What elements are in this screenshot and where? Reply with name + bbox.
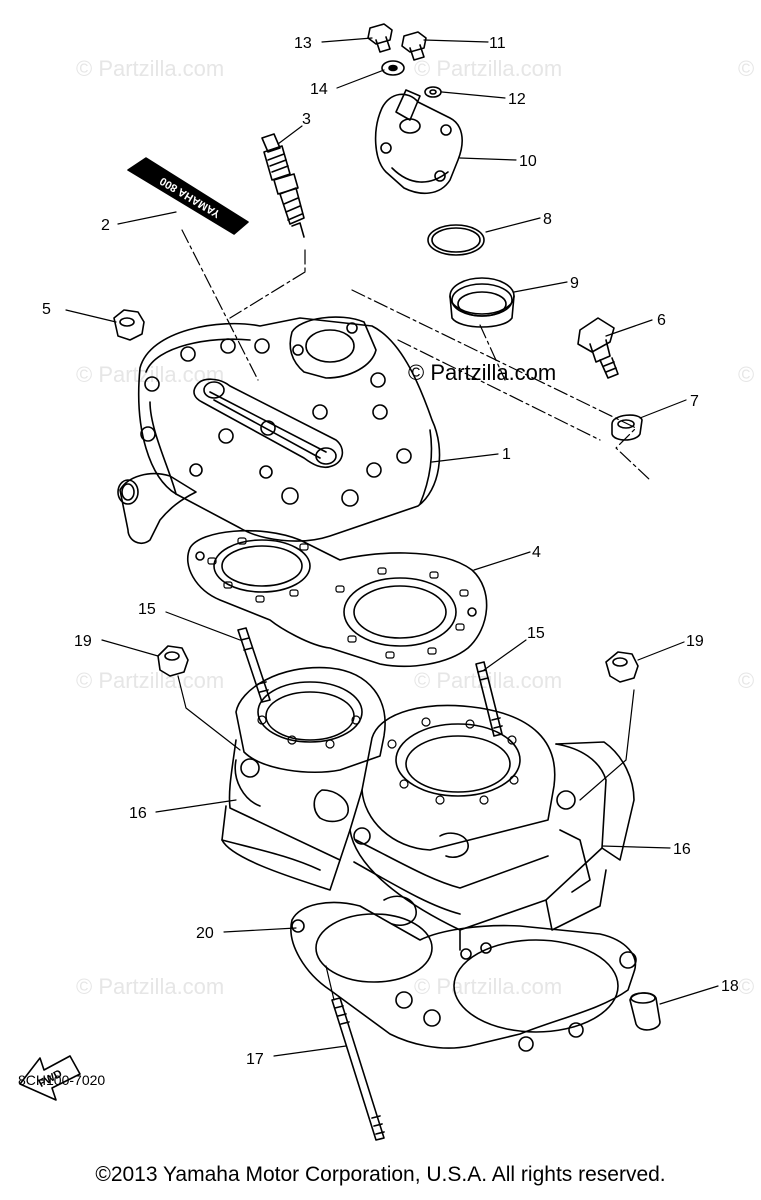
nut-19-left bbox=[157, 645, 189, 677]
callout-16: 16 bbox=[129, 805, 147, 822]
oring-8 bbox=[427, 224, 485, 256]
dowel-18 bbox=[629, 992, 661, 1031]
diagram-code: 8CH100-7020 bbox=[18, 1072, 106, 1088]
cylinder-16 bbox=[221, 666, 635, 951]
partzilla-stamp: © Partzilla.com bbox=[408, 360, 557, 385]
watermark: © bbox=[738, 974, 755, 999]
callout-2: 2 bbox=[101, 217, 110, 234]
head-gasket-4 bbox=[186, 529, 488, 668]
decal-2: YAMAHA 800 bbox=[127, 157, 249, 235]
callout-3: 3 bbox=[302, 111, 311, 128]
stud-15-left bbox=[237, 627, 271, 703]
callout-13: 13 bbox=[294, 35, 312, 52]
watermark: © Partzilla.com bbox=[414, 56, 563, 81]
cylinder-head-1 bbox=[117, 316, 441, 545]
oring-12 bbox=[424, 86, 442, 98]
callout-6: 6 bbox=[657, 312, 666, 329]
callout-17: 17 bbox=[246, 1051, 264, 1068]
callout-14: 14 bbox=[310, 81, 328, 98]
bolt-11 bbox=[401, 31, 427, 61]
callouts: 1 2 3 4 5 6 7 8 9 10 11 12 13 14 15 15 1… bbox=[42, 35, 739, 1068]
callout-18: 18 bbox=[721, 978, 739, 995]
nut-19-right bbox=[605, 651, 639, 683]
nut-5 bbox=[113, 309, 145, 341]
spark-plug-3 bbox=[261, 133, 305, 238]
base-gasket-20 bbox=[290, 901, 637, 1052]
thermostat-cover-10 bbox=[374, 89, 463, 195]
callout-20: 20 bbox=[196, 925, 214, 942]
copyright-notice: ©2013 Yamaha Motor Corporation, U.S.A. A… bbox=[95, 1163, 666, 1186]
callout-5: 5 bbox=[42, 301, 51, 318]
callout-19: 19 bbox=[74, 633, 92, 650]
callout-8: 8 bbox=[543, 211, 552, 228]
callout-11: 11 bbox=[489, 35, 506, 52]
fwd-arrow-icon: FWD bbox=[19, 1055, 81, 1101]
callout-4: 4 bbox=[532, 544, 541, 561]
watermark: © Partzilla.com bbox=[76, 56, 225, 81]
callout-15: 15 bbox=[527, 625, 545, 642]
watermark: © bbox=[738, 56, 755, 81]
stud-15-right bbox=[475, 661, 503, 737]
callout-12: 12 bbox=[508, 91, 526, 108]
leader-lines-19 bbox=[177, 675, 635, 801]
stud-17 bbox=[331, 997, 385, 1141]
watermark: © Partzilla.com bbox=[414, 974, 563, 999]
callout-leader-lines bbox=[65, 37, 719, 1057]
watermark: © bbox=[738, 668, 755, 693]
watermark: © Partzilla.com bbox=[76, 668, 225, 693]
watermark: © Partzilla.com bbox=[76, 974, 225, 999]
callout-15: 15 bbox=[138, 601, 156, 618]
reference-lines bbox=[181, 229, 651, 481]
callout-16: 16 bbox=[673, 841, 691, 858]
watermark: © bbox=[738, 362, 755, 387]
callout-7: 7 bbox=[690, 393, 699, 410]
thermostat-9 bbox=[449, 277, 515, 328]
temp-sensor-6 bbox=[577, 317, 619, 379]
callout-9: 9 bbox=[570, 275, 579, 292]
gasket-7 bbox=[611, 414, 643, 441]
decal-text: YAMAHA 800 bbox=[158, 174, 223, 219]
callout-10: 10 bbox=[519, 153, 537, 170]
washer-14 bbox=[381, 60, 405, 76]
leader-line-17-ref bbox=[325, 965, 335, 1001]
callout-1: 1 bbox=[502, 446, 511, 463]
callout-19: 19 bbox=[686, 633, 704, 650]
